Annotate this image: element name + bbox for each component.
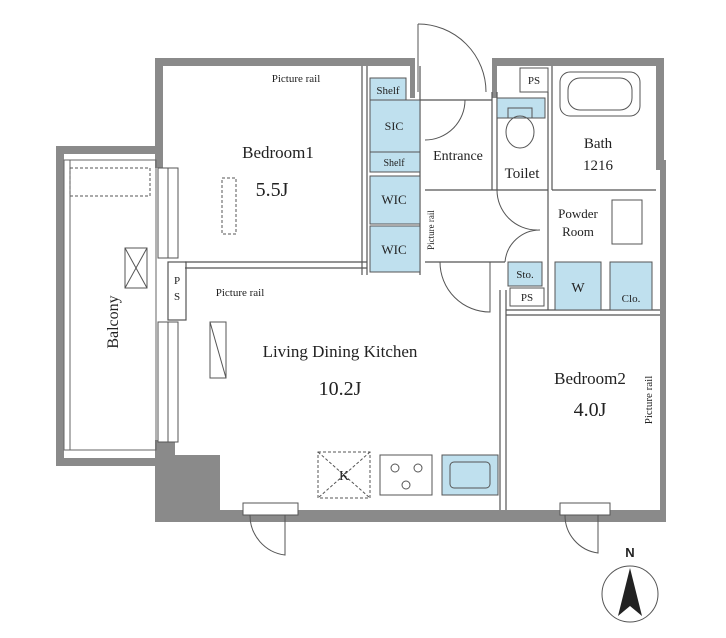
room-name-powder-line2: Room — [562, 224, 594, 239]
washer-label: W — [571, 281, 585, 296]
room-name-ldk: Living Dining Kitchen — [263, 342, 418, 361]
storage-areas — [369, 77, 653, 496]
shelf-label: Shelf — [376, 85, 400, 97]
wic-label-2: WIC — [381, 242, 406, 257]
picture-rail-label-bedroom2: Picture rail — [643, 376, 655, 425]
room-name-toilet: Toilet — [505, 166, 541, 182]
room-name-entrance: Entrance — [433, 149, 483, 164]
fridge-label: K — [339, 469, 349, 484]
interior-walls — [167, 66, 660, 510]
ps-label-top: PS — [528, 75, 540, 87]
room-size-ldk: 10.2J — [319, 378, 362, 400]
ps-label-left-p: P — [174, 275, 180, 287]
sic-box — [369, 99, 421, 153]
wic-box-2 — [369, 225, 421, 273]
labels: Bedroom1 5.5J Living Dining Kitchen 10.2… — [105, 73, 655, 560]
room-name-powder-line1: Powder — [558, 206, 598, 221]
room-size-bedroom1: 5.5J — [256, 179, 289, 201]
closet-label: Clo. — [622, 293, 641, 305]
washer-box — [554, 261, 602, 311]
room-name-bath: Bath — [584, 136, 613, 152]
picture-rail-label-closet: Picture rail — [426, 210, 436, 250]
wic-box-1 — [369, 175, 421, 225]
sto-label: Sto. — [516, 269, 534, 281]
ps-label-left-s: S — [174, 291, 180, 303]
wic-label-1: WIC — [381, 192, 406, 207]
closet-box — [609, 261, 653, 311]
sic-label: SIC — [385, 119, 404, 133]
shelf-box-2 — [369, 151, 421, 173]
shelf-label-2: Shelf — [383, 158, 405, 169]
room-name-bedroom2: Bedroom2 — [554, 369, 626, 388]
north-label: N — [625, 545, 634, 560]
room-size-bedroom2: 4.0J — [574, 399, 607, 421]
fixtures — [69, 67, 659, 623]
room-name-bedroom1: Bedroom1 — [242, 143, 314, 162]
ps-label-lower: PS — [521, 292, 533, 304]
room-name-balcony: Balcony — [105, 295, 122, 348]
door-swings — [249, 23, 599, 556]
picture-rail-label-top: Picture rail — [272, 73, 321, 85]
picture-rail-label-mid: Picture rail — [216, 287, 265, 299]
windows — [157, 167, 611, 516]
room-size-bath: 1216 — [583, 158, 614, 174]
